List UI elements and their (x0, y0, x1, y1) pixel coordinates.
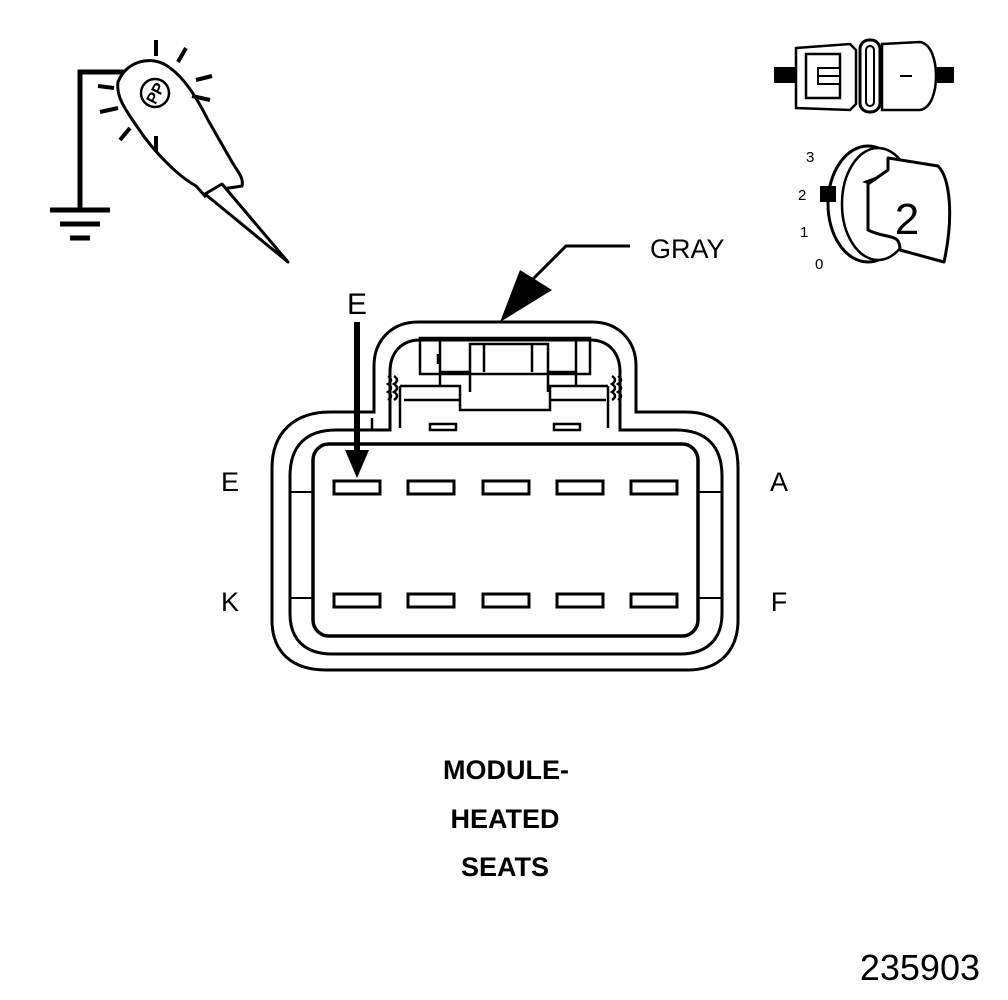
cavity-row-top (332, 479, 679, 496)
pin-label-top-left: E (221, 467, 239, 497)
color-leader (500, 244, 630, 322)
cavity-j (406, 592, 456, 609)
connector-latch (370, 336, 623, 432)
title-line-3: SEATS (461, 852, 549, 882)
ground-symbol (50, 69, 140, 241)
title-line-2: HEATED (450, 804, 559, 834)
pin-label-bottom-right: F (771, 587, 788, 617)
test-probe-icon: PP (97, 40, 290, 264)
cavity-row-bottom (332, 592, 679, 609)
pin-label-top-right: A (770, 467, 788, 497)
cavity-e (332, 479, 382, 496)
disconnected-connector-icon (774, 38, 954, 114)
key-position-3: 3 (806, 149, 814, 166)
connector-color-label: GRAY (650, 234, 725, 264)
cavity-g (555, 592, 605, 609)
test-arrow (345, 322, 369, 478)
cavity-f (629, 592, 679, 609)
cavity-b (555, 479, 605, 496)
key-position-0: 0 (815, 256, 823, 273)
figure-number: 235903 (860, 947, 980, 988)
title-line-1: MODULE- (443, 755, 569, 785)
light-rays-icon (97, 40, 213, 152)
cavity-k (332, 592, 382, 609)
connector-body (270, 320, 740, 672)
cavity-d (406, 479, 456, 496)
cavity-c (481, 479, 531, 496)
cavity-a (629, 479, 679, 496)
cavity-h (481, 592, 531, 609)
ignition-key-icon: 2 3 2 1 0 (798, 144, 952, 273)
pin-label-bottom-left: K (221, 587, 239, 617)
key-position-2: 2 (798, 187, 806, 204)
arrow-cavity-label: E (347, 288, 367, 321)
key-number: 2 (895, 195, 919, 244)
key-position-1: 1 (800, 224, 808, 241)
